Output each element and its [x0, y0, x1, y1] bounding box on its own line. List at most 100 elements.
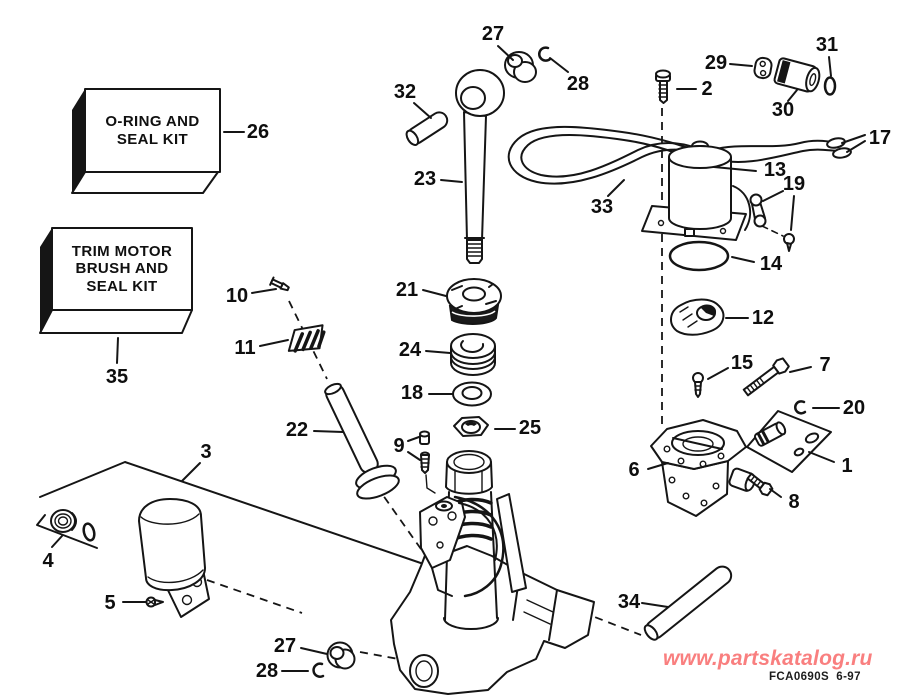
- callout-leader-3: [181, 462, 201, 482]
- oring-seal-kit-line1: O-RING AND: [105, 113, 200, 130]
- callout-7: 7: [819, 354, 830, 376]
- callout-23: 23: [414, 168, 436, 190]
- callout-leader-33: [607, 179, 625, 197]
- reservoir-can: [138, 498, 210, 618]
- callout-leader-24: [425, 350, 451, 354]
- callout-leader-9: [407, 451, 421, 461]
- part-23-tilt-rod: [455, 69, 505, 264]
- callout-3: 3: [200, 441, 211, 463]
- callout-24: 24: [399, 339, 422, 361]
- part-22-rod: [324, 382, 400, 500]
- part-21-end-cap: [446, 278, 502, 325]
- part-7-bolt: [742, 357, 790, 397]
- callout-26: 26: [247, 121, 269, 143]
- kit-box-oring-seal: [71, 88, 221, 194]
- callout-20: 20: [843, 397, 865, 419]
- part-31-oring: [823, 76, 837, 96]
- callout-29: 29: [705, 52, 727, 74]
- trim-motor-kit-line1: TRIM MOTOR: [71, 242, 173, 260]
- part-10-valve-screw: [269, 276, 290, 292]
- callout-leader-6: [647, 462, 669, 470]
- callout-27: 27: [274, 635, 296, 657]
- trim-motor-kit-line3: SEAL KIT: [86, 277, 158, 295]
- callout-8: 8: [788, 491, 799, 513]
- callout-leader-19: [762, 190, 784, 202]
- callout-leader-19: [790, 195, 795, 231]
- callout-leader-17: [846, 140, 866, 153]
- part-20-snap-ring: [794, 400, 807, 415]
- part-11-spring: [287, 324, 326, 353]
- callout-leader-14: [731, 256, 755, 263]
- callout-32: 32: [394, 81, 416, 103]
- callout-leader-10: [251, 288, 277, 294]
- callout-1: 1: [841, 455, 852, 477]
- part-15-screw: [692, 372, 704, 398]
- part-4-bushing-oring: [36, 509, 98, 549]
- callout-leader-21: [422, 289, 447, 297]
- callout-31: 31: [816, 34, 838, 56]
- callout-leader-17: [841, 134, 866, 144]
- callout-33: 33: [591, 196, 613, 218]
- callout-28: 28: [567, 73, 589, 95]
- callout-leader-8: [769, 488, 782, 498]
- callout-12: 12: [752, 307, 774, 329]
- part-27-bottom-bushing: [326, 641, 356, 670]
- callout-leader-7: [789, 366, 812, 373]
- callout-17: 17: [869, 127, 891, 149]
- callout-leader-22: [313, 430, 344, 433]
- callout-2: 2: [701, 78, 712, 100]
- callout-13: 13: [764, 159, 786, 181]
- part-6-manifold: [650, 419, 756, 517]
- callout-27: 27: [482, 23, 504, 45]
- part-3-panel-outline: [39, 461, 448, 573]
- callout-22: 22: [286, 419, 308, 441]
- part-32-pin: [405, 111, 449, 146]
- callout-leader-27: [300, 647, 328, 655]
- part-29-brush-cap: [753, 56, 773, 80]
- callout-leader-31: [828, 56, 832, 77]
- main-cylinder-body: [390, 450, 595, 695]
- part-2-screw: [655, 69, 671, 104]
- oring-seal-kit-label: O-RING AND SEAL KIT: [85, 89, 220, 172]
- callout-leader-28: [549, 57, 569, 73]
- callout-leader-29: [729, 63, 753, 67]
- part-24-piston: [450, 333, 496, 376]
- part-13-trim-motor: [641, 140, 752, 241]
- callout-19: 19: [783, 173, 805, 195]
- part-25-nut: [453, 416, 489, 437]
- part-28-bottom-ring: [312, 662, 325, 678]
- drawing-code: FCA0690S 6-97: [769, 671, 861, 683]
- watermark: www.partskatalog.ru: [663, 647, 873, 670]
- callout-15: 15: [731, 352, 753, 374]
- callout-leader-35: [116, 337, 119, 364]
- callout-14: 14: [760, 253, 783, 275]
- part-1-valve-kit: [746, 410, 832, 473]
- part-34-pin: [643, 565, 733, 641]
- callout-9: 9: [393, 435, 404, 457]
- part-30-commutator: [773, 57, 821, 93]
- trim-motor-kit-line2: BRUSH AND: [75, 260, 169, 278]
- callout-leader-27: [497, 45, 514, 61]
- callout-34: 34: [618, 591, 641, 613]
- callout-leader-32: [413, 102, 432, 119]
- part-33-motor-cable: [507, 125, 841, 185]
- callout-leader-11: [259, 339, 289, 347]
- part-5-screw: [145, 596, 164, 608]
- callout-dash-19: [761, 225, 784, 237]
- part-27-top-bushing: [504, 51, 537, 83]
- part-18-washer: [452, 381, 492, 407]
- callout-28: 28: [256, 660, 278, 682]
- callout-leader-23: [440, 179, 463, 183]
- callout-18: 18: [401, 382, 423, 404]
- callout-leader-15: [707, 367, 729, 380]
- callout-leader-1: [808, 451, 835, 463]
- callout-leader-34: [641, 602, 669, 608]
- part-28-top-oring: [538, 46, 552, 62]
- part-9-valve-parts: [419, 430, 436, 494]
- oring-seal-kit-line2: SEAL KIT: [116, 130, 189, 148]
- callout-leader-13: [713, 166, 757, 172]
- part-14-oring: [668, 240, 730, 272]
- callout-leader-4: [51, 535, 63, 548]
